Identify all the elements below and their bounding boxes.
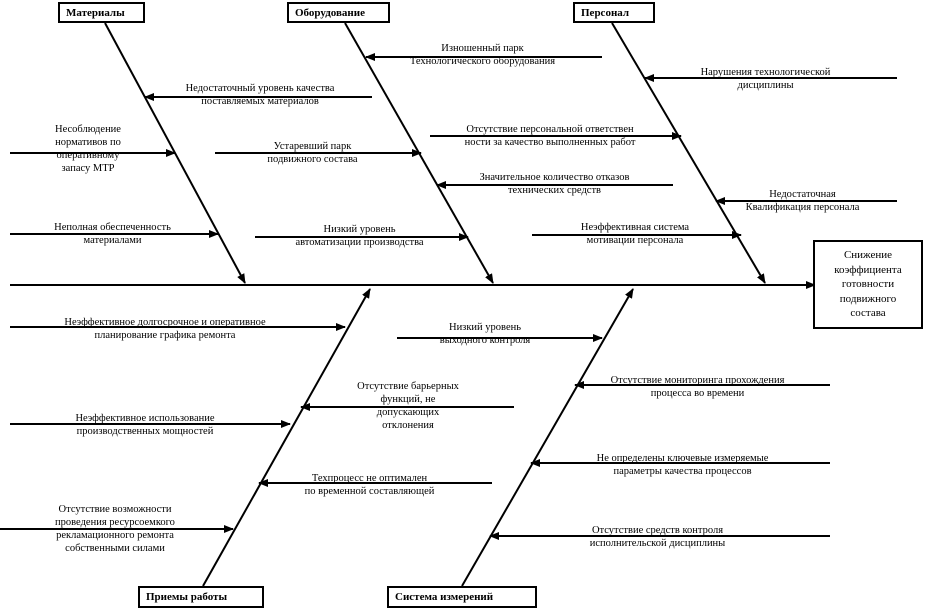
cause-label-materials-3: Неполная обеспеченность материалами (54, 222, 171, 246)
cause-label-methods-2: Отсутствие барьерных функций, не допуска… (357, 381, 459, 431)
cause-label-methods-1: Неэффективное долгосрочное и оперативное… (64, 317, 266, 341)
bone-methods (202, 288, 371, 587)
cause-label-equipment-3: Низкий уровень автоматизации производств… (295, 224, 424, 248)
category-equipment: Оборудование (287, 2, 390, 23)
cause-label-personnel-4: Недостаточная Квалификация персонала (745, 189, 860, 213)
cause-label-measurement-3: Не определены ключевые измеряемые параме… (596, 453, 769, 477)
category-personnel: Персонал (573, 2, 655, 23)
category-materials: Материалы (58, 2, 145, 23)
cause-label-equipment-1: Изношенный парк Технологического оборудо… (409, 43, 556, 67)
cause-label-methods-4: Техпроцесс не оптимален по временной сос… (304, 473, 435, 497)
cause-label-equipment-2: Устаревший парк подвижного состава (267, 141, 358, 165)
cause-label-personnel-5: Неэффективная система мотивации персонал… (580, 222, 690, 246)
bone-personnel (611, 22, 766, 284)
cause-label-methods-3: Неэффективное использование производстве… (75, 413, 215, 437)
cause-label-personnel-3: Значительное количество отказов техничес… (479, 172, 630, 196)
cause-label-measurement-1: Низкий уровень выходного контроля (439, 322, 531, 346)
cause-label-materials-1: Недостаточный уровень качества поставляе… (185, 83, 335, 107)
cause-label-personnel-1: Нарушения технологической дисциплины (700, 67, 831, 91)
cause-label-personnel-2: Отсутствие персональной ответствен ности… (464, 124, 636, 148)
effect-box: Снижение коэффициента готовности подвижн… (813, 240, 923, 329)
cause-label-measurement-2: Отсутствие мониторинга прохождения проце… (610, 375, 785, 399)
cause-label-methods-5: Отсутствие возможности проведения ресурс… (55, 504, 175, 554)
category-methods: Приемы работы (138, 586, 264, 608)
cause-label-measurement-4: Отсутствие средств контроля исполнительс… (589, 525, 726, 549)
category-measurement: Система измерений (387, 586, 537, 608)
cause-label-materials-2: Несоблюдение нормативов по оперативному … (55, 124, 121, 174)
